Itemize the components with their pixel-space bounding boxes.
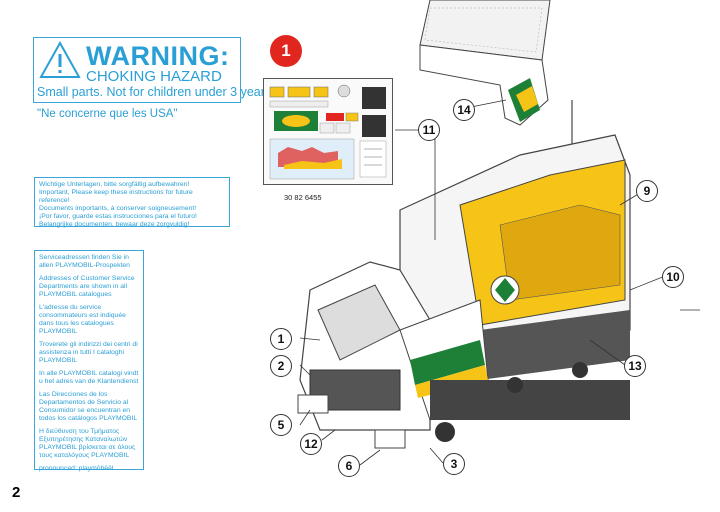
service-paragraph: Las Direcciones de los Departamentos de … <box>39 391 138 423</box>
instructions-line: Documents importants, à conserver soigne… <box>39 205 197 213</box>
rear-cabin <box>399 134 631 380</box>
warning-title: WARNING: <box>86 41 230 71</box>
service-paragraph: pronounced: playmōbēēl <box>39 465 114 473</box>
instructions-line: Important, Please keep these instruction… <box>39 189 193 205</box>
page-number: 2 <box>12 484 21 501</box>
callout-3: 3 <box>443 453 465 475</box>
warning-small-parts: Small parts. Not for children under 3 ye… <box>37 85 275 99</box>
instructions-note-box: Wichtige Unterlagen, bitte sorgfältig au… <box>34 177 230 229</box>
warning-triangle-icon <box>39 40 81 78</box>
service-paragraph: Serviceadressen finden Sie in allen PLAY… <box>39 254 130 270</box>
instructions-line: Belangrijke documenten, bewaar deze zorg… <box>39 221 190 229</box>
service-paragraph: L'adresse du service consommateurs est i… <box>39 304 126 336</box>
callout-1: 1 <box>270 328 292 350</box>
part-code: 30 82 6455 <box>284 193 322 202</box>
chassis <box>430 362 630 442</box>
step-number-badge: 1 <box>270 35 302 67</box>
service-paragraph: In alle PLAYMOBIL catalogi vindt u het a… <box>39 370 139 386</box>
front-cab <box>297 261 491 449</box>
warning-subtitle: CHOKING HAZARD <box>86 68 222 85</box>
truck-illustration <box>297 0 700 466</box>
service-paragraph: Troverete gli indirizzi dei centri di as… <box>39 341 138 365</box>
roof-part <box>419 0 551 126</box>
callout-11: 11 <box>418 119 440 141</box>
callout-6: 6 <box>338 455 360 477</box>
callout-5: 5 <box>270 414 292 436</box>
sticker-sheet <box>263 78 393 185</box>
leader-lines <box>299 99 700 466</box>
callout-10: 10 <box>662 266 684 288</box>
usa-note: "Ne concerne que les USA" <box>37 108 178 120</box>
callout-12: 12 <box>300 433 322 455</box>
sticker-sheet-illustration <box>269 84 387 180</box>
service-paragraph: Η διεύθυνση του Τμήματος Εξυπηρέτησης Κα… <box>39 428 136 460</box>
callout-13: 13 <box>624 355 646 377</box>
instructions-line: ¡Por favor, guarde estas instrucciones p… <box>39 213 197 221</box>
instructions-line: Wichtige Unterlagen, bitte sorgfältig au… <box>39 181 190 188</box>
callout-2: 2 <box>270 355 292 377</box>
callout-14: 14 <box>453 99 475 121</box>
service-paragraph: Addresses of Customer Service Department… <box>39 275 135 299</box>
service-addresses-box: Serviceadressen finden Sie in allen PLAY… <box>34 250 144 473</box>
warning-box <box>33 37 241 103</box>
callout-9: 9 <box>636 180 658 202</box>
